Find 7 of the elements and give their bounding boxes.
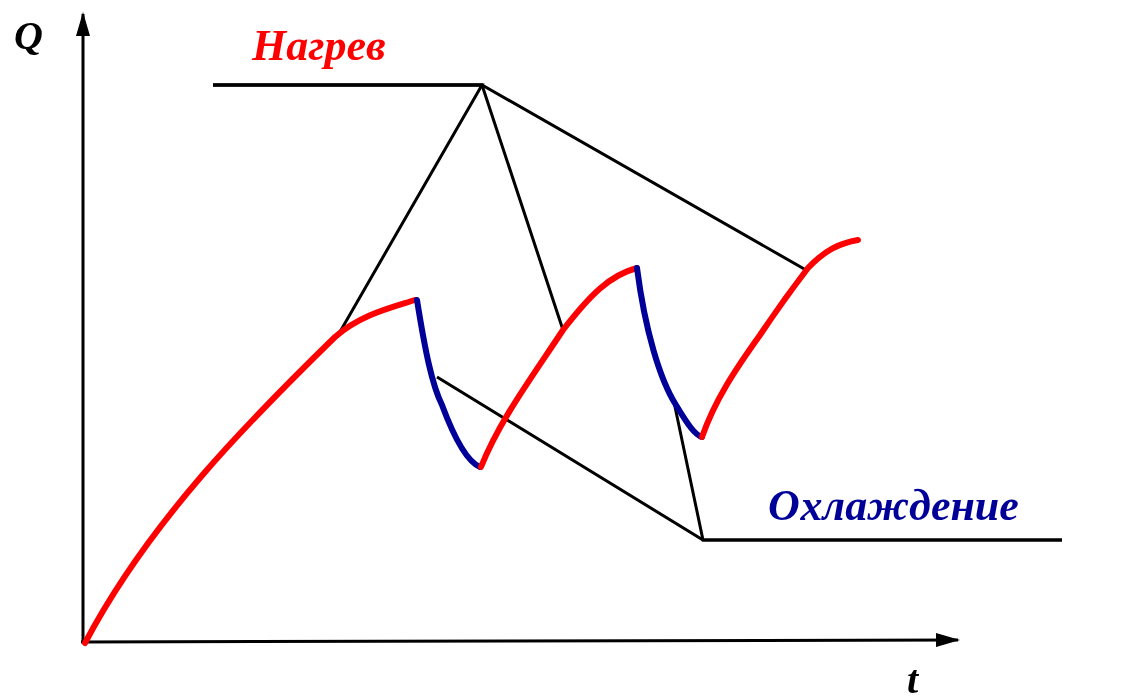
- curve-label: Нагрев: [213, 24, 386, 86]
- curve-segment: [699, 237, 861, 440]
- curve-label: Охлаждение: [768, 484, 1063, 541]
- axis-label: Q: [14, 16, 43, 56]
- curve-segment: [82, 297, 418, 646]
- leader-line: [213, 83, 807, 272]
- axis-label: t: [907, 660, 919, 700]
